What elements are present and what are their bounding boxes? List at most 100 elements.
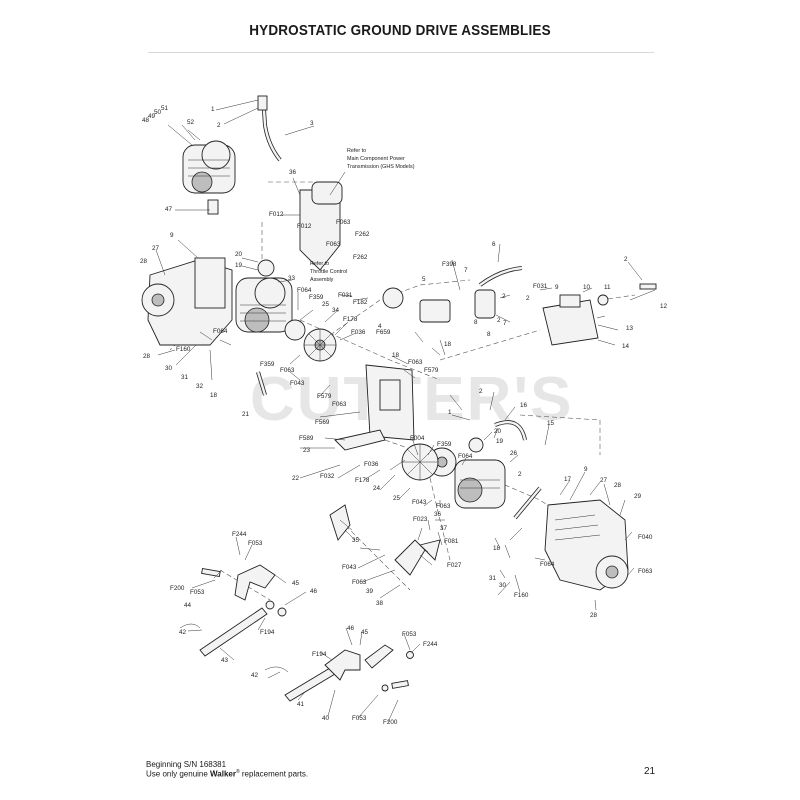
callout: 50 xyxy=(154,109,162,116)
callout: F244 xyxy=(423,641,438,648)
callout: 43 xyxy=(221,657,229,664)
svg-text:Refer to: Refer to xyxy=(310,261,329,267)
callout: 12 xyxy=(660,303,668,310)
callout: 41 xyxy=(297,701,305,708)
callout: 52 xyxy=(187,119,195,126)
callout-labels: 1 2 3 51 50 49 48 52 47 36 F012 F063 F01… xyxy=(140,105,668,726)
callout: 2 xyxy=(217,122,221,129)
callout: 27 xyxy=(152,245,160,252)
callout: F036 xyxy=(364,461,379,468)
callout: F579 xyxy=(424,367,439,374)
callout: 17 xyxy=(564,476,572,483)
left-gearbox-housing xyxy=(141,257,233,346)
callout: 28 xyxy=(143,353,151,360)
callout: 42 xyxy=(251,672,259,679)
svg-text:Main Component Power: Main Component Power xyxy=(347,156,405,162)
callout: F182 xyxy=(353,299,368,306)
callout: 10 xyxy=(583,284,591,291)
callout: 49 xyxy=(148,113,156,120)
callout: 51 xyxy=(161,105,169,112)
callout: 35 xyxy=(352,537,360,544)
pump-assembly-top xyxy=(182,140,236,215)
callout: 42 xyxy=(179,629,187,636)
callout: 3 xyxy=(310,120,314,127)
callout: 37 xyxy=(440,525,448,532)
callout: 32 xyxy=(196,383,204,390)
callout: F359 xyxy=(309,294,324,301)
callout: F659 xyxy=(376,329,391,336)
callout: F200 xyxy=(170,585,185,592)
callout: F063 xyxy=(336,219,351,226)
svg-text:Refer to: Refer to xyxy=(347,148,366,154)
callout: 19 xyxy=(496,438,504,445)
leader-lines xyxy=(155,99,656,723)
callout: F244 xyxy=(232,531,247,538)
callout: 7 xyxy=(503,320,507,327)
callout: F012 xyxy=(297,223,312,230)
left-pulley-fan xyxy=(284,319,337,362)
page-title: HYDROSTATIC GROUND DRIVE ASSEMBLIES xyxy=(249,22,551,39)
callout: 30 xyxy=(499,582,507,589)
callout: 46 xyxy=(347,625,355,632)
callout: F359 xyxy=(260,361,275,368)
callout: 48 xyxy=(142,117,150,124)
callout: 28 xyxy=(140,258,148,265)
right-gearbox-housing xyxy=(544,499,629,591)
callout: 9 xyxy=(555,284,559,291)
callout: F081 xyxy=(444,538,459,545)
callout: F262 xyxy=(355,231,370,238)
left-hydro-pump xyxy=(235,259,293,333)
callout: 2 xyxy=(518,471,522,478)
callout: 20 xyxy=(494,428,502,435)
callout: 21 xyxy=(242,411,250,418)
callout: 46 xyxy=(310,588,318,595)
title-divider xyxy=(148,52,654,53)
svg-text:Assembly: Assembly xyxy=(310,277,334,283)
fitting-top xyxy=(257,95,268,111)
callout: 16 xyxy=(520,402,528,409)
callout: 47 xyxy=(165,206,173,213)
callout: 13 xyxy=(626,325,634,332)
genuine-parts-note: Use only genuine Walker® replacement par… xyxy=(146,769,309,779)
callout: 45 xyxy=(292,580,300,587)
serial-note: Beginning S/N 168381 xyxy=(146,760,227,769)
callout: F064 xyxy=(297,287,312,294)
callout: 2 xyxy=(526,295,530,302)
callout: 2 xyxy=(497,317,501,324)
callout: F262 xyxy=(353,254,368,261)
hose-6 xyxy=(478,266,523,287)
callout: F027 xyxy=(447,562,462,569)
callout: F064 xyxy=(213,328,228,335)
center-frame-plate xyxy=(334,364,415,451)
callout: 14 xyxy=(622,343,630,350)
callout: 18 xyxy=(210,392,218,399)
callout: F160 xyxy=(176,346,191,353)
callout: F063 xyxy=(638,568,653,575)
callout: 23 xyxy=(303,447,311,454)
callout: F194 xyxy=(260,629,275,636)
callout: 8 xyxy=(487,331,491,338)
right-pulley-fan xyxy=(401,443,457,481)
callout: 18 xyxy=(392,352,400,359)
callout: 6 xyxy=(492,241,496,248)
callout: F063 xyxy=(436,503,451,510)
callout: 31 xyxy=(489,575,497,582)
right-hydro-pump xyxy=(454,437,506,509)
callout: 9 xyxy=(584,466,588,473)
callout: F053 xyxy=(352,715,367,722)
callout: 31 xyxy=(181,374,189,381)
callout: F053 xyxy=(190,589,205,596)
callout: 26 xyxy=(510,450,518,457)
callout: F194 xyxy=(312,651,327,658)
callout: F178 xyxy=(355,477,370,484)
callout: F589 xyxy=(299,435,314,442)
callout: F178 xyxy=(343,316,358,323)
callout: 2 xyxy=(502,293,506,300)
callout: F012 xyxy=(269,211,284,218)
callout: 1 xyxy=(448,409,452,416)
filter-assembly xyxy=(382,287,496,323)
callout: F063 xyxy=(332,401,347,408)
callout: F063 xyxy=(280,367,295,374)
callout: 20 xyxy=(235,251,243,258)
